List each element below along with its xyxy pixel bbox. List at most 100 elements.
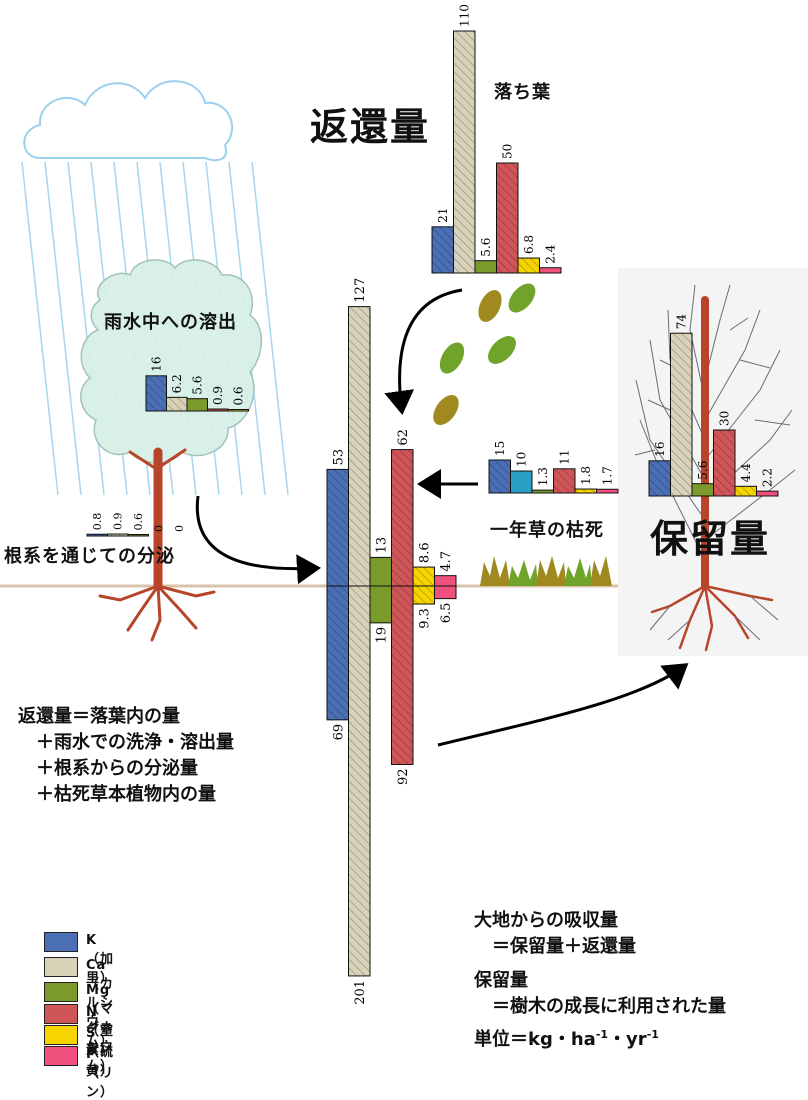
bar-value-label: 0.9	[112, 513, 125, 531]
bar-hatch	[518, 258, 540, 273]
bar-hatch	[348, 586, 370, 976]
bar-hatch	[146, 375, 167, 411]
bar-hatch	[489, 460, 511, 493]
bar-value-label: 110	[457, 4, 471, 27]
bar	[691, 483, 714, 497]
bar-value-label: 8.6	[417, 542, 432, 563]
bar-value-label: 92	[396, 768, 411, 785]
annual-grass-label: 一年草の枯死	[490, 520, 604, 541]
formula-line: ＝樹木の成長に利用された量	[474, 996, 726, 1017]
bar-group: 16 6.2 5.6 0.9 0.6	[145, 357, 249, 412]
bar	[756, 490, 779, 497]
diagram-canvas: 211105.6506.82.4166.25.60.90.60.80.90.60…	[0, 4, 808, 1005]
bar	[434, 575, 457, 587]
bar-hatch	[496, 163, 518, 273]
formula-line: ＋枯死草本植物内の量	[18, 784, 216, 805]
bar-hatch	[670, 333, 692, 496]
bar-value-label: 53	[331, 449, 346, 466]
bar-hatch	[575, 489, 597, 493]
bar-value-label: 74	[674, 314, 688, 330]
legend-swatch	[44, 957, 78, 977]
bar-hatch	[391, 449, 413, 586]
retention-title: 保留量	[650, 517, 771, 561]
bar	[434, 585, 457, 600]
bar-hatch	[87, 534, 108, 536]
formula-line: ＝保留量＋返還量	[474, 936, 636, 957]
tree-roots-right-fine	[649, 595, 779, 641]
bar	[510, 470, 533, 494]
bar	[531, 489, 554, 494]
falling-leaves-icon	[433, 283, 536, 426]
rain-leach-label: 雨水中への溶出	[104, 312, 237, 333]
bar-value-label: 4.7	[439, 551, 454, 572]
bar-value-label: 6.5	[439, 603, 454, 624]
bar-hatch	[713, 430, 735, 496]
unit-exponent: -1	[595, 1028, 609, 1041]
return-formula: 返還量＝落葉内の量 ＋雨水での洗浄・溶出量 ＋根系からの分泌量 ＋枯死草本植物内…	[18, 704, 234, 808]
bar-value-label: 6.8	[522, 235, 536, 254]
legend-label: P （リン）	[86, 1047, 115, 1100]
bar-hatch	[413, 567, 435, 586]
bar-value-label: 50	[500, 144, 514, 159]
legend-label: Mg（マグネシウム）	[86, 983, 115, 1074]
legend-label: N （窒素）	[86, 1005, 115, 1058]
bar-hatch	[207, 409, 228, 411]
bar-value-label: 15	[493, 441, 507, 456]
bar-value-label: 2.2	[760, 468, 774, 487]
bar-hatch	[228, 409, 249, 411]
bar-hatch	[391, 586, 413, 765]
bar-value-label: 62	[396, 429, 411, 446]
legend-swatch	[44, 1025, 78, 1045]
bar-value-label: 13	[374, 537, 389, 554]
bar-value-label: 21	[436, 208, 450, 223]
bar-hatch	[735, 486, 757, 496]
return-title: 返還量	[310, 105, 431, 149]
uptake-formula: 大地からの吸収量 ＝保留量＋返還量 保留量 ＝樹木の成長に利用された量 単位＝k…	[474, 908, 726, 1053]
grass-icon	[480, 556, 612, 586]
unit-prefix: 単位＝kg・ha	[474, 1029, 596, 1050]
bar-value-label: 0.9	[211, 386, 225, 405]
legend-label: Ca（カルシウム）	[86, 958, 115, 1049]
bar-value-label: 19	[374, 627, 389, 644]
bar-hatch	[348, 306, 370, 586]
bar-value-label: 1.8	[579, 466, 593, 485]
bar-value-label: 4.4	[739, 463, 753, 482]
bar	[186, 398, 208, 412]
bar	[127, 534, 149, 537]
bar-value-label: 0.6	[231, 386, 245, 405]
litter-label: 落ち葉	[494, 82, 551, 103]
bar-value-label: 1.7	[600, 466, 614, 485]
bar-value-label: 1.3	[536, 467, 550, 486]
bar	[539, 267, 562, 274]
formula-line: 保留量	[474, 970, 528, 991]
legend-swatch	[44, 1004, 78, 1024]
unit-line: 単位＝kg・ha-1・yr-1	[474, 1022, 726, 1053]
formula-line: 大地からの吸収量	[474, 910, 618, 931]
bar-value-label: 16	[149, 357, 163, 372]
bar-hatch	[649, 460, 671, 496]
bar-hatch	[453, 31, 475, 273]
bar-value-label: 6.2	[170, 374, 184, 393]
cloud-icon	[23, 80, 234, 162]
bar	[474, 260, 497, 274]
legend-swatch	[44, 1046, 78, 1066]
bar-value-label: 2.4	[543, 244, 557, 263]
bar-value-label: 69	[331, 724, 346, 741]
bar-value-label: 0	[173, 525, 186, 532]
legend-label: K （加里）	[86, 933, 115, 986]
formula-line: ＋雨水での洗浄・溶出量	[18, 732, 234, 753]
arrow-litter-to-return	[384, 288, 463, 415]
formula-line: ＋根系からの分泌量	[18, 758, 198, 779]
bar-value-label: 0	[153, 525, 166, 532]
arrow-root-to-return	[195, 495, 321, 585]
formula-line: 返還量＝落葉内の量	[18, 706, 180, 727]
unit-mid: ・yr	[608, 1029, 647, 1050]
legend-swatch	[44, 982, 78, 1002]
tree-trunk-left	[98, 447, 216, 642]
bar-value-label: 5.6	[190, 376, 204, 395]
